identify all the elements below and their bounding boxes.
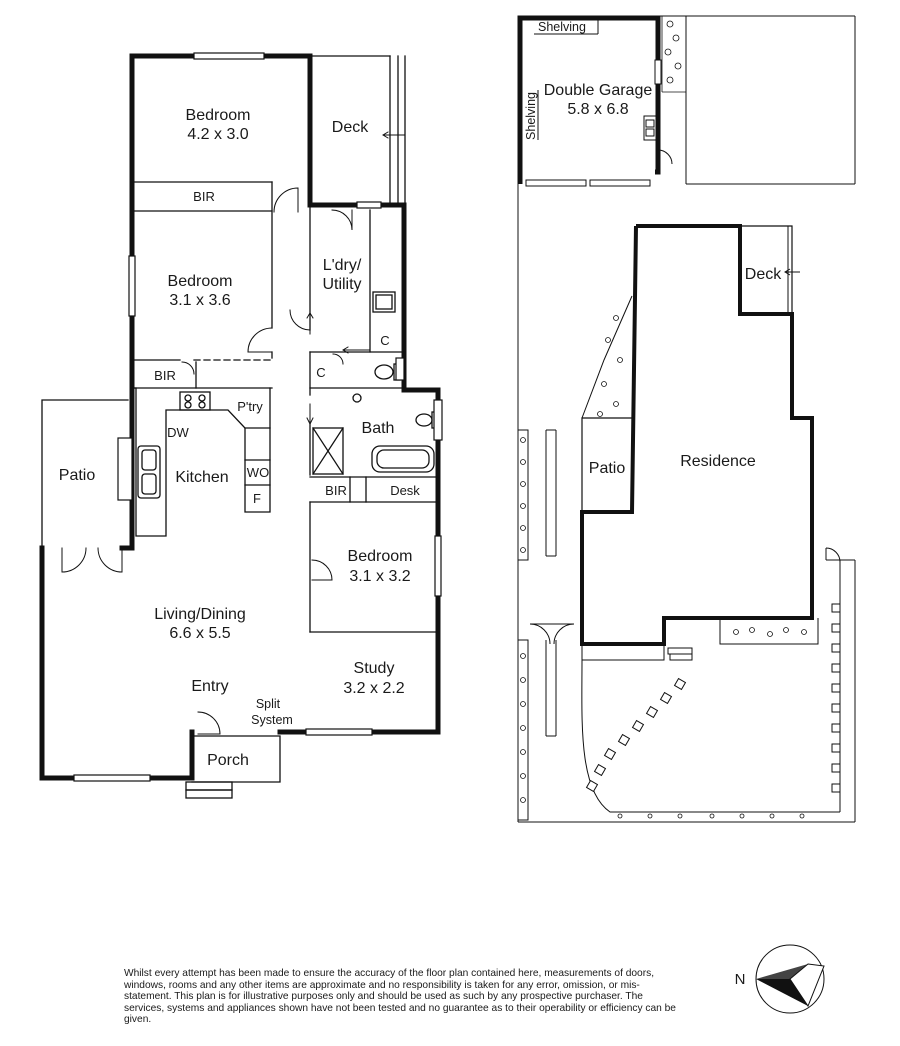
floor-plan-labels: Bedroom 4.2 x 3.0 Deck BIR Bedroom 3.1 x… (59, 107, 421, 769)
living-name: Living/Dining (154, 606, 246, 623)
bedroom2-name: Bedroom (168, 273, 233, 290)
kitchen-label: Kitchen (175, 469, 228, 486)
doors (61, 187, 353, 735)
fridge-label: F (253, 491, 261, 506)
wall-oven-label: WO (247, 465, 269, 480)
compass-needle-light (789, 963, 825, 1008)
arrows (306, 131, 405, 426)
site-deck-label: Deck (745, 266, 782, 283)
stepping-stones (585, 603, 841, 793)
garage-outline (517, 15, 673, 187)
bir-top-label: BIR (193, 189, 215, 204)
study-size: 3.2 x 2.2 (343, 680, 404, 697)
study-name: Study (354, 660, 395, 677)
garage-size: 5.8 x 6.8 (567, 101, 628, 118)
dishwasher-label: DW (167, 425, 189, 440)
desk-label: Desk (390, 483, 420, 498)
site-plan-labels: Shelving Shelving Double Garage 5.8 x 6.… (524, 20, 782, 477)
entry-label: Entry (191, 678, 228, 695)
shelving-side-label: Shelving (524, 92, 538, 140)
garage-garden (661, 16, 686, 93)
bedroom2-size: 3.1 x 3.6 (169, 292, 230, 309)
windows (73, 52, 443, 782)
patio-label: Patio (59, 467, 96, 484)
compass-needle-dark (756, 979, 808, 1006)
compass-needle-dark-2 (756, 964, 808, 979)
laundry-label-line1: L'dry/ (323, 257, 362, 274)
deck-label: Deck (332, 119, 369, 136)
garden-shrubs (520, 315, 807, 819)
front-garden (517, 429, 841, 821)
shelving-top-label: Shelving (538, 20, 586, 34)
bath-label: Bath (362, 420, 395, 437)
bedroom1-size: 4.2 x 3.0 (187, 126, 248, 143)
interior-walls (41, 55, 439, 799)
north-label: N (735, 971, 746, 988)
bedroom1-name: Bedroom (186, 107, 251, 124)
bedroom3-name: Bedroom (348, 548, 413, 565)
bedroom3-size: 3.1 x 3.2 (349, 568, 410, 585)
bir-bath-label: BIR (325, 483, 347, 498)
split-system-line2: System (251, 713, 293, 727)
site-patio-label: Patio (589, 460, 626, 477)
floor-plan (39, 52, 443, 799)
bir-mid-label: BIR (154, 368, 176, 383)
living-size: 6.6 x 5.5 (169, 625, 230, 642)
porch-label: Porch (207, 752, 249, 769)
pantry-label: P'try (237, 399, 263, 414)
compass: N (735, 944, 825, 1014)
residence-label: Residence (680, 453, 756, 470)
garage-name: Double Garage (544, 82, 653, 99)
cupboard2-label: C (316, 365, 325, 380)
residence-outline (580, 224, 814, 661)
laundry-label-line2: Utility (322, 276, 361, 293)
site-plan (517, 15, 856, 823)
split-system-line1: Split (256, 697, 281, 711)
disclaimer-text: Whilst every attempt has been made to en… (124, 968, 676, 1026)
cupboard1-label: C (380, 333, 389, 348)
